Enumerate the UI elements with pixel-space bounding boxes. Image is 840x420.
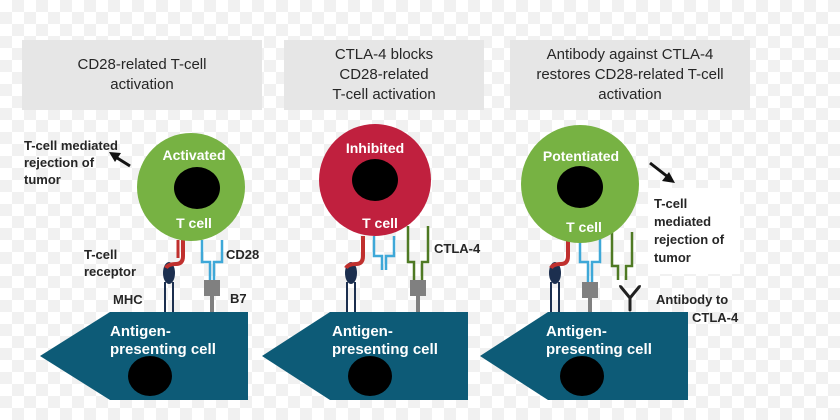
outcome-text: rejection of [654, 232, 725, 247]
t-cell-nucleus [557, 166, 603, 208]
t-cell-potentiated: Potentiated T cell [521, 125, 639, 243]
ctla4-receptor [406, 226, 430, 280]
apc-panel-2: Antigen- presenting cell [262, 312, 468, 400]
apc-panel-3: Antigen- presenting cell [480, 312, 688, 400]
t-cell-label: T cell [176, 215, 212, 231]
apc-shape [262, 312, 468, 400]
apc-label: Antigen- [332, 323, 393, 340]
t-cell-label: T cell [566, 219, 602, 235]
receptors-panel-1 [163, 236, 224, 312]
b7-ligand [582, 282, 598, 298]
outcome-text: rejection of [24, 155, 95, 170]
header-line: CD28-related T-cell [77, 56, 207, 73]
header-antibody-restores: Antibody against CTLA-4 restores CD28-re… [510, 40, 750, 110]
t-cell-state-label: Inhibited [346, 140, 404, 156]
cd28-label: CD28 [226, 247, 259, 262]
mhc-label: MHC [113, 292, 143, 307]
t-cell-activated: Activated T cell [137, 133, 245, 241]
antibody-label: CTLA-4 [692, 310, 739, 325]
t-cell-inhibited: Inhibited T cell [319, 124, 431, 236]
arrow-up-left-icon-head [109, 152, 121, 162]
header-line: T-cell activation [332, 86, 436, 103]
b7-ligand-stem [210, 296, 214, 312]
apc-nucleus [128, 356, 172, 396]
header-ctla4-blocks: CTLA-4 blocks CD28-related T-cell activa… [284, 40, 484, 110]
outcome-label-panel-1: T-cell mediated rejection of tumor [24, 138, 118, 187]
header-line: restores CD28-related T-cell [536, 66, 724, 83]
t-cell-nucleus [174, 167, 220, 209]
cd28-receptor [200, 240, 224, 280]
outcome-text: T-cell mediated [24, 138, 118, 153]
b7-label: B7 [230, 291, 247, 306]
apc-label: presenting cell [110, 341, 216, 358]
outcome-text: mediated [654, 214, 711, 229]
outcome-text: T-cell [654, 196, 687, 211]
ctla4-label: CTLA-4 [434, 241, 481, 256]
mhc-molecule [550, 282, 560, 312]
header-line: CD28-related [339, 66, 429, 83]
apc-nucleus [560, 356, 604, 396]
b7-ligand [204, 280, 220, 296]
tcr-label: T-cell [84, 247, 117, 262]
apc-label: presenting cell [546, 341, 652, 358]
tcr-receptor [549, 236, 570, 270]
arrow-down-right-icon-head [662, 172, 675, 183]
header-line: CTLA-4 blocks [334, 46, 434, 63]
outcome-text: tumor [24, 172, 61, 187]
tcr-label: receptor [84, 264, 136, 279]
apc-label: Antigen- [546, 323, 607, 340]
header-cd28-activation: CD28-related T-cell activation [22, 40, 262, 110]
header-line: activation [598, 86, 662, 103]
outcome-text: tumor [654, 250, 691, 265]
apc-shape [480, 312, 688, 400]
cd28-receptor [372, 236, 396, 270]
b7-ligand-stem [588, 298, 592, 312]
t-cell-label: T cell [362, 215, 398, 231]
apc-label: presenting cell [332, 341, 438, 358]
antibody-icon [619, 285, 641, 312]
apc-label: Antigen- [110, 323, 171, 340]
t-cell-state-label: Potentiated [543, 148, 619, 164]
antibody-label: Antibody to [656, 292, 728, 307]
label-pad [648, 188, 740, 274]
tcr-receptor [344, 236, 365, 270]
apc-nucleus [348, 356, 392, 396]
apc-shape [40, 312, 248, 400]
mhc-molecule [346, 282, 356, 312]
t-cell-nucleus [352, 159, 398, 201]
receptors-panel-3 [549, 232, 641, 312]
arrow-down-right-icon [649, 161, 669, 179]
apc-panel-1: Antigen- presenting cell [40, 312, 248, 400]
b7-ligand [410, 280, 426, 296]
ctla4-receptor [610, 232, 634, 280]
mhc-molecule [164, 282, 174, 312]
cd28-receptor [578, 238, 602, 282]
t-cell-state-label: Activated [162, 147, 225, 163]
receptors-panel-2 [344, 226, 430, 312]
header-line: activation [110, 76, 174, 93]
header-line: Antibody against CTLA-4 [546, 46, 714, 63]
b7-ligand-stem [416, 296, 420, 312]
tcr-receptor [164, 236, 185, 270]
